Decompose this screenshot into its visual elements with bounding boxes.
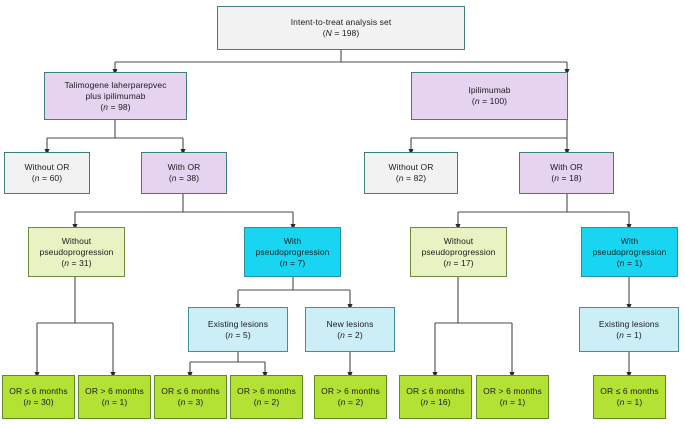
node-or-6-line2: (n = 16) xyxy=(420,397,451,407)
node-i-existing-lesions: Existing lesions (n = 1) xyxy=(579,307,679,352)
node-i-with-pp: With pseudoprogression (n = 1) xyxy=(581,227,678,277)
node-itt-line1: Intent-to-treat analysis set xyxy=(290,17,392,27)
node-itt-line2: (N = 198) xyxy=(322,28,360,38)
node-or-6: OR ≤ 6 months (n = 16) xyxy=(399,375,472,419)
node-or-7: OR > 6 months (n = 1) xyxy=(476,375,549,419)
node-or-3-line2: (n = 3) xyxy=(177,397,204,407)
node-t-without-pp: Without pseudoprogression (n = 31) xyxy=(28,227,125,277)
node-or-7-line2: (n = 1) xyxy=(499,397,526,407)
node-t-without-pp-line3: (n = 31) xyxy=(61,257,92,268)
node-itt: Intent-to-treat analysis set (N = 198) xyxy=(217,6,465,50)
node-t-without-or: Without OR (n = 60) xyxy=(4,152,90,194)
node-t-with-or-line1: With OR xyxy=(167,162,201,172)
node-t-new-lesions-line1: New lesions xyxy=(326,318,374,329)
node-i-with-pp-line1: With xyxy=(620,235,639,246)
node-t-without-or-line1: Without OR xyxy=(24,162,70,172)
node-i-without-pp-line2: pseudoprogression xyxy=(421,246,496,257)
node-t-existing-lesions-line2: (n = 5) xyxy=(225,329,251,340)
node-i-without-or: Without OR (n = 82) xyxy=(364,152,458,194)
node-i-without-pp: Without pseudoprogression (n = 17) xyxy=(410,227,507,277)
node-or-3: OR ≤ 6 months (n = 3) xyxy=(154,375,227,419)
node-i-existing-lesions-line1: Existing lesions xyxy=(598,318,660,329)
node-or-1-line2: (n = 30) xyxy=(23,397,54,407)
node-or-2: OR > 6 months (n = 1) xyxy=(78,375,151,419)
node-t-with-or-line2: (n = 38) xyxy=(168,173,200,183)
node-arm-talimogene-line1: Talimogene laherparepvec xyxy=(64,79,167,90)
node-or-1: OR ≤ 6 months (n = 30) xyxy=(2,375,75,419)
node-t-with-pp: With pseudoprogression (n = 7) xyxy=(244,227,341,277)
node-or-2-line1: OR > 6 months xyxy=(85,386,144,396)
node-t-with-or: With OR (n = 38) xyxy=(141,152,227,194)
node-t-new-lesions-line2: (n = 2) xyxy=(337,329,363,340)
node-or-8-line1: OR ≤ 6 months xyxy=(600,386,659,396)
node-t-new-lesions: New lesions (n = 2) xyxy=(305,307,395,352)
node-i-with-pp-line3: (n = 1) xyxy=(616,257,643,268)
node-or-5-line1: OR > 6 months xyxy=(321,386,380,396)
node-or-5-line2: (n = 2) xyxy=(337,397,364,407)
node-or-6-line1: OR ≤ 6 months xyxy=(406,386,465,396)
node-i-without-pp-line3: (n = 17) xyxy=(443,257,474,268)
node-i-without-pp-line1: Without xyxy=(443,235,474,246)
node-t-without-or-line2: (n = 60) xyxy=(31,173,63,183)
node-or-5: OR > 6 months (n = 2) xyxy=(314,375,387,419)
node-i-existing-lesions-line2: (n = 1) xyxy=(616,329,642,340)
node-t-existing-lesions: Existing lesions (n = 5) xyxy=(188,307,288,352)
node-i-with-pp-line2: pseudoprogression xyxy=(592,246,667,257)
node-arm-talimogene: Talimogene laherparepvec plus ipilimumab… xyxy=(44,72,187,120)
node-t-without-pp-line1: Without xyxy=(61,235,92,246)
node-t-with-pp-line3: (n = 7) xyxy=(279,257,306,268)
node-t-with-pp-line1: With xyxy=(283,235,302,246)
node-or-7-line1: OR > 6 months xyxy=(483,386,542,396)
node-arm-ipilimumab-line2: (n = 100) xyxy=(471,96,508,106)
node-t-with-pp-line2: pseudoprogression xyxy=(255,246,330,257)
node-i-without-or-line1: Without OR xyxy=(388,162,434,172)
node-or-2-line2: (n = 1) xyxy=(101,397,128,407)
node-or-8: OR ≤ 6 months (n = 1) xyxy=(593,375,666,419)
node-or-4-line2: (n = 2) xyxy=(253,397,280,407)
node-arm-ipilimumab: Ipilimumab (n = 100) xyxy=(411,72,568,120)
node-arm-talimogene-line2: plus ipilimumab xyxy=(85,90,146,101)
node-i-without-or-line2: (n = 82) xyxy=(395,173,427,183)
node-or-8-line2: (n = 1) xyxy=(616,397,643,407)
node-t-existing-lesions-line1: Existing lesions xyxy=(207,318,269,329)
node-or-4-line1: OR > 6 months xyxy=(237,386,296,396)
node-arm-ipilimumab-line1: Ipilimumab xyxy=(468,85,511,95)
node-or-3-line1: OR ≤ 6 months xyxy=(161,386,220,396)
node-i-with-or: With OR (n = 18) xyxy=(519,152,614,194)
node-i-with-or-line1: With OR xyxy=(550,162,583,172)
node-or-1-line1: OR ≤ 6 months xyxy=(9,386,68,396)
node-i-with-or-line2: (n = 18) xyxy=(551,173,582,183)
node-t-without-pp-line2: pseudoprogression xyxy=(39,246,114,257)
node-or-4: OR > 6 months (n = 2) xyxy=(230,375,303,419)
node-arm-talimogene-line3: (n = 98) xyxy=(100,101,131,112)
